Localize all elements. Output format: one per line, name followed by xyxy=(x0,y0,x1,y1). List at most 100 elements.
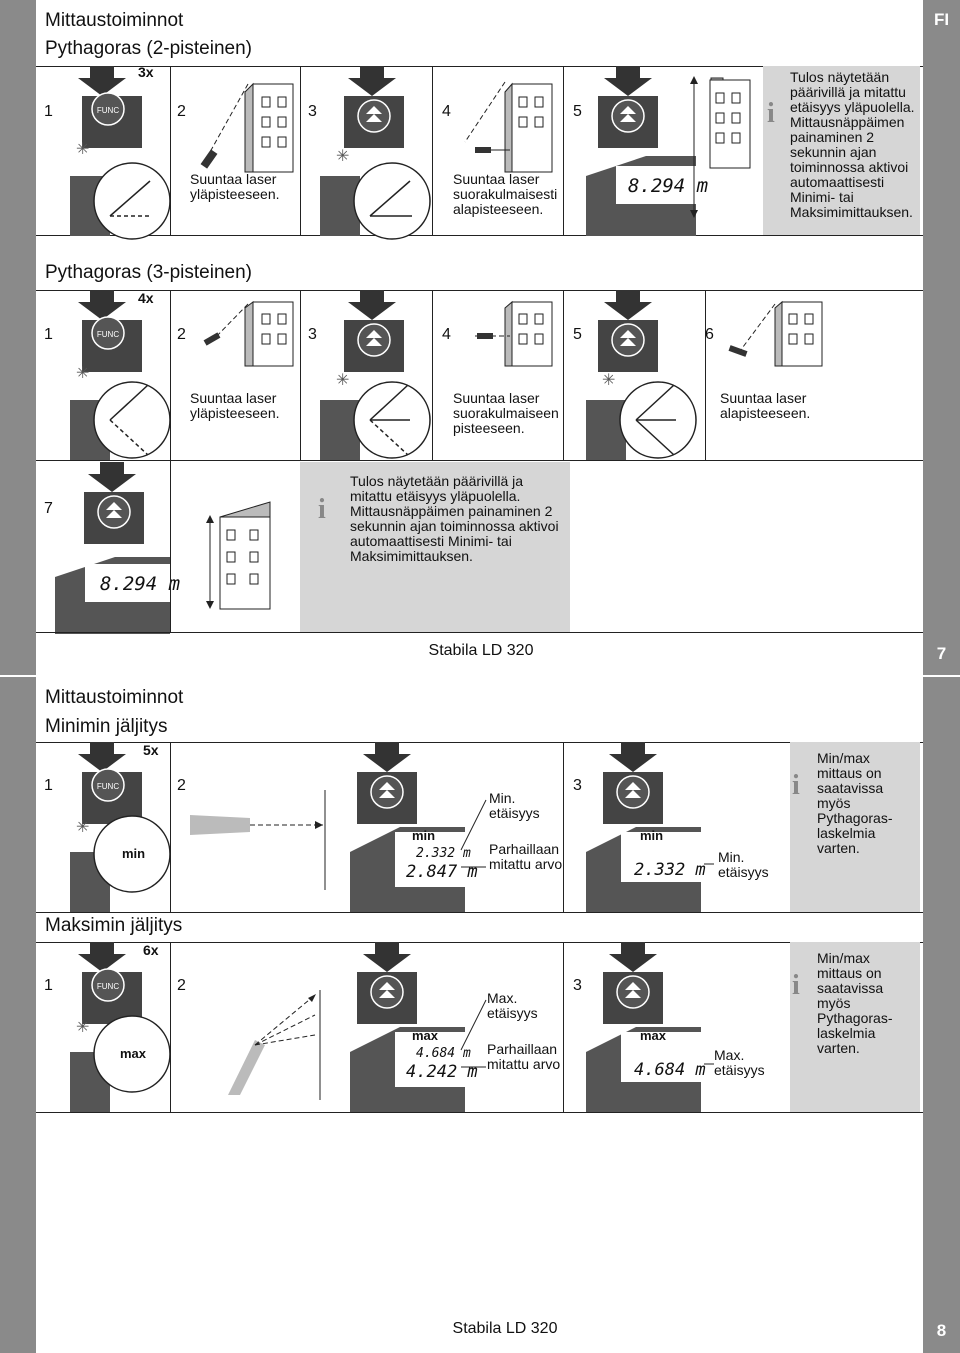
pyth3-mid-rule xyxy=(36,460,923,461)
info-icon: i xyxy=(792,970,800,1001)
press-count: 4x xyxy=(138,290,154,306)
max-title: Maksimin jäljitys xyxy=(45,915,183,936)
pyth3-title: Pythagoras (3-pisteinen) xyxy=(45,262,252,283)
divider xyxy=(170,290,171,460)
max-info-box xyxy=(790,942,920,1112)
info-icon: i xyxy=(792,770,800,801)
max-final-label: max xyxy=(640,1028,667,1043)
step-number: 2 xyxy=(177,777,186,794)
step-number: 7 xyxy=(44,500,53,517)
step-number: 3 xyxy=(573,977,582,994)
max-display-big: 4.242 m xyxy=(406,1062,478,1082)
measure-key-min-step3 xyxy=(586,742,714,912)
step-number: 5 xyxy=(573,326,582,343)
divider xyxy=(170,742,171,912)
svg-text:✳: ✳ xyxy=(76,141,89,158)
callout-lines xyxy=(460,999,487,1068)
page7-footer: Stabila LD 320 xyxy=(428,642,534,659)
min-bottom-rule xyxy=(36,912,923,913)
measure-key-step5: ✳ xyxy=(586,290,697,460)
min-display-small: 2.332 m xyxy=(416,846,471,861)
laser-sweep-max-icon xyxy=(228,990,321,1100)
building-icon xyxy=(709,79,751,169)
svg-text:FUNC: FUNC xyxy=(97,106,119,115)
callout-lines xyxy=(460,799,487,868)
building-top-icon xyxy=(203,301,294,367)
building-top-icon xyxy=(200,82,294,173)
page-divider xyxy=(0,675,960,677)
step-number: 1 xyxy=(44,326,53,343)
building-base-icon xyxy=(728,300,823,367)
max-bottom-rule xyxy=(36,1112,923,1113)
pyth3-info-text: Tulos näytetään päärivillä ja mitattu et… xyxy=(350,473,559,564)
step-number: 2 xyxy=(177,326,186,343)
min-final-label: min xyxy=(640,828,664,843)
svg-text:✳: ✳ xyxy=(336,148,349,165)
page8-footer: Stabila LD 320 xyxy=(452,1320,558,1337)
step-number: 1 xyxy=(44,103,53,120)
step-number: 4 xyxy=(442,326,451,343)
divider xyxy=(563,66,564,235)
result-display-illustration xyxy=(55,462,271,634)
step-number: 3 xyxy=(308,326,317,343)
svg-text:✳: ✳ xyxy=(76,365,89,382)
pyth3-step4-text: Suuntaa laser suorakulmaiseen pisteeseen… xyxy=(453,390,559,436)
pyth2-info-text: Tulos näytetään päärivillä ja mitattu et… xyxy=(790,69,915,220)
pyth3-top-rule xyxy=(36,290,923,291)
divider xyxy=(563,942,564,1112)
divider xyxy=(170,942,171,1112)
min-mode-label: min xyxy=(122,846,146,861)
step4-text: Suuntaa laser suorakulmaisesti alapistee… xyxy=(453,171,558,217)
pyth3-step6-text: Suuntaa laser alapisteeseen. xyxy=(720,390,811,421)
measure-key-max xyxy=(350,942,465,1112)
min-top-rule xyxy=(36,742,923,743)
step-number: 5 xyxy=(573,103,582,120)
measure-key-step3: ✳ xyxy=(320,290,431,460)
max-label-bottom: Parhaillaan mitattu arvo xyxy=(487,1041,561,1072)
info-icon: i xyxy=(318,494,326,525)
step-number: 3 xyxy=(573,777,582,794)
building-base-icon xyxy=(475,300,553,367)
page7-bottom-rule xyxy=(36,632,923,633)
max-final-value: 4.684 m xyxy=(634,1060,706,1080)
divider xyxy=(705,290,706,460)
max-label-top: Max. etäisyys xyxy=(487,990,538,1021)
func-key-icon: FUNC ✳ xyxy=(70,742,171,912)
step-number: 4 xyxy=(442,103,451,120)
svg-text:✳: ✳ xyxy=(336,372,349,389)
section-title: Mittaustoiminnot xyxy=(45,10,184,31)
func-key-icon: FUNC ✳ xyxy=(70,290,171,460)
divider xyxy=(170,66,171,235)
func-key-icon: FUNC ✳ xyxy=(70,942,171,1112)
measure-key-step3: ✳ xyxy=(320,66,431,240)
svg-text:✳: ✳ xyxy=(76,1019,89,1036)
pyth2-title: Pythagoras (2-pisteinen) xyxy=(45,38,252,59)
pyth3-info-box xyxy=(300,462,570,632)
page8-number: 8 xyxy=(936,1321,947,1340)
divider xyxy=(563,742,564,912)
svg-text:FUNC: FUNC xyxy=(97,782,119,791)
pyth3-step2-text: Suuntaa laser yläpisteeseen. xyxy=(190,390,280,421)
step2-text: Suuntaa laser yläpisteeseen. xyxy=(190,171,280,202)
max-display-small: 4.684 m xyxy=(416,1046,471,1061)
measure-key-max-step3 xyxy=(586,942,714,1112)
language-tag: FI xyxy=(933,10,950,29)
step-number: 2 xyxy=(177,103,186,120)
divider xyxy=(170,460,171,632)
svg-text:✳: ✳ xyxy=(602,372,615,389)
pyth3-display-value: 8.294 m xyxy=(100,573,181,595)
measure-key-min xyxy=(350,742,465,912)
press-count: 3x xyxy=(138,64,154,80)
divider xyxy=(300,290,301,460)
min-title: Minimin jäljitys xyxy=(45,716,168,737)
step-number: 1 xyxy=(44,977,53,994)
min-label-top: Min. etäisyys xyxy=(489,790,540,821)
min-display-big: 2.847 m xyxy=(406,862,478,882)
svg-text:FUNC: FUNC xyxy=(97,982,119,991)
pyth2-display-value: 8.294 m xyxy=(628,175,709,197)
page7-number: 7 xyxy=(936,644,947,663)
step-number: 1 xyxy=(44,777,53,794)
max-info-text: Min/max mittaus on saatavissa myös Pytha… xyxy=(817,950,893,1056)
min-final-caption: Min. etäisyys xyxy=(718,849,769,880)
max-final-caption: Max. etäisyys xyxy=(714,1047,765,1078)
